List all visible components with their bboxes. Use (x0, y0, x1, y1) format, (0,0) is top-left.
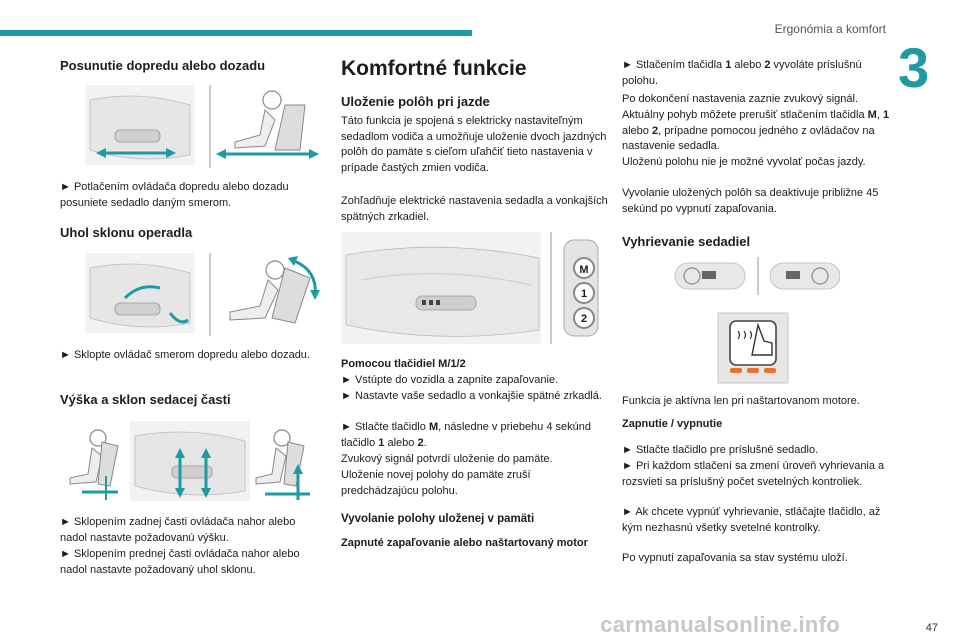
text-slide: ► Potlačením ovládača dopredu alebo doza… (60, 181, 289, 209)
header-title: Ergonómia a komfort (774, 22, 886, 36)
text-memory-intro-2: Zohľadňuje elektrické nastavenia sedadla… (341, 195, 608, 223)
recall-step-1: ► Stlačením tlačidla 1 alebo 2 vyvoláte … (622, 59, 862, 87)
heating-step-3: ► Ak chcete vypnúť vyhrievanie, stláčajt… (622, 506, 881, 534)
figure-heating-controls (670, 255, 840, 385)
text-height: ► Sklopením zadnej časti ovládača nahor … (60, 516, 296, 544)
text-memory-intro: Táto funkcia je spojená s elektricky nas… (341, 115, 607, 174)
watermark: carmanualsonline.info (600, 612, 840, 637)
figure-seat-backrest (60, 248, 325, 338)
chapter-number: 3 (898, 40, 960, 96)
memory-step-1: ► Vstúpte do vozidla a zapnite zapaľovan… (341, 374, 559, 386)
page-number: 47 (925, 622, 938, 634)
heating-step-2: ► Pri každom stlačení sa zmení úroveň vy… (622, 460, 885, 488)
heading-slide: Posunutie dopredu alebo dozadu (60, 58, 266, 73)
heading-backrest: Uhol sklonu operadla (60, 225, 193, 240)
memory-step-2: ► Nastavte vaše sedadlo a vonkajšie spät… (341, 390, 602, 402)
recall-driving-text: Uloženú polohu nie je možné vyvolať poča… (622, 156, 866, 168)
memory-button-2[interactable]: 2 (573, 307, 595, 329)
recall-interrupt-text: Aktuálny pohyb môžete prerušiť stlačením… (622, 109, 890, 152)
memory-button-m[interactable]: M (573, 257, 595, 279)
heating-engine-note: Funkcia je aktívna len pri naštartovanom… (622, 395, 860, 407)
heating-memory-text: Po vypnutí zapaľovania sa stav systému u… (622, 552, 848, 564)
memory-overwrite-text: Uloženie novej polohy do pamäte zruší pr… (341, 469, 531, 497)
memory-confirm-text: Zvukový signál potvrdí uloženie do pamät… (341, 453, 553, 465)
heading-recall: Vyvolanie polohy uloženej v pamäti (341, 513, 535, 525)
recall-signal-text: Po dokončení nastavenia zaznie zvukový s… (622, 93, 859, 105)
heading-seat-heating: Vyhrievanie sedadiel (622, 234, 751, 249)
text-tilt: ► Sklopením prednej časti ovládača nahor… (60, 548, 300, 576)
heading-height-tilt: Výška a sklon sedacej časti (60, 392, 231, 407)
memory-button-1[interactable]: 1 (573, 282, 595, 304)
heating-step-1: ► Stlačte tlačidlo pre príslušné sedadlo… (622, 444, 819, 456)
heading-heating-toggle: Zapnutie / vypnutie (622, 418, 723, 430)
heading-memory: Uloženie polôh pri jazde (341, 94, 490, 109)
figure-memory-buttons (341, 230, 601, 348)
figure-seat-height-tilt (60, 416, 325, 506)
text-backrest: ► Sklopte ovládač smerom dopredu alebo d… (60, 349, 310, 361)
memory-step-3: ► Stlačte tlačidlo M, následne v priebeh… (341, 421, 591, 449)
recall-deactivate-text: Vyvolanie uložených polôh sa deaktivuje … (622, 187, 879, 215)
header-accent-bar (0, 30, 472, 36)
figure-seat-slide (60, 80, 325, 170)
section-title-comfort: Komfortné funkcie (341, 57, 527, 80)
heading-save-with-buttons: Pomocou tlačidiel M/1/2 (341, 358, 466, 370)
recall-condition: Zapnuté zapaľovanie alebo naštartovaný m… (341, 537, 588, 549)
